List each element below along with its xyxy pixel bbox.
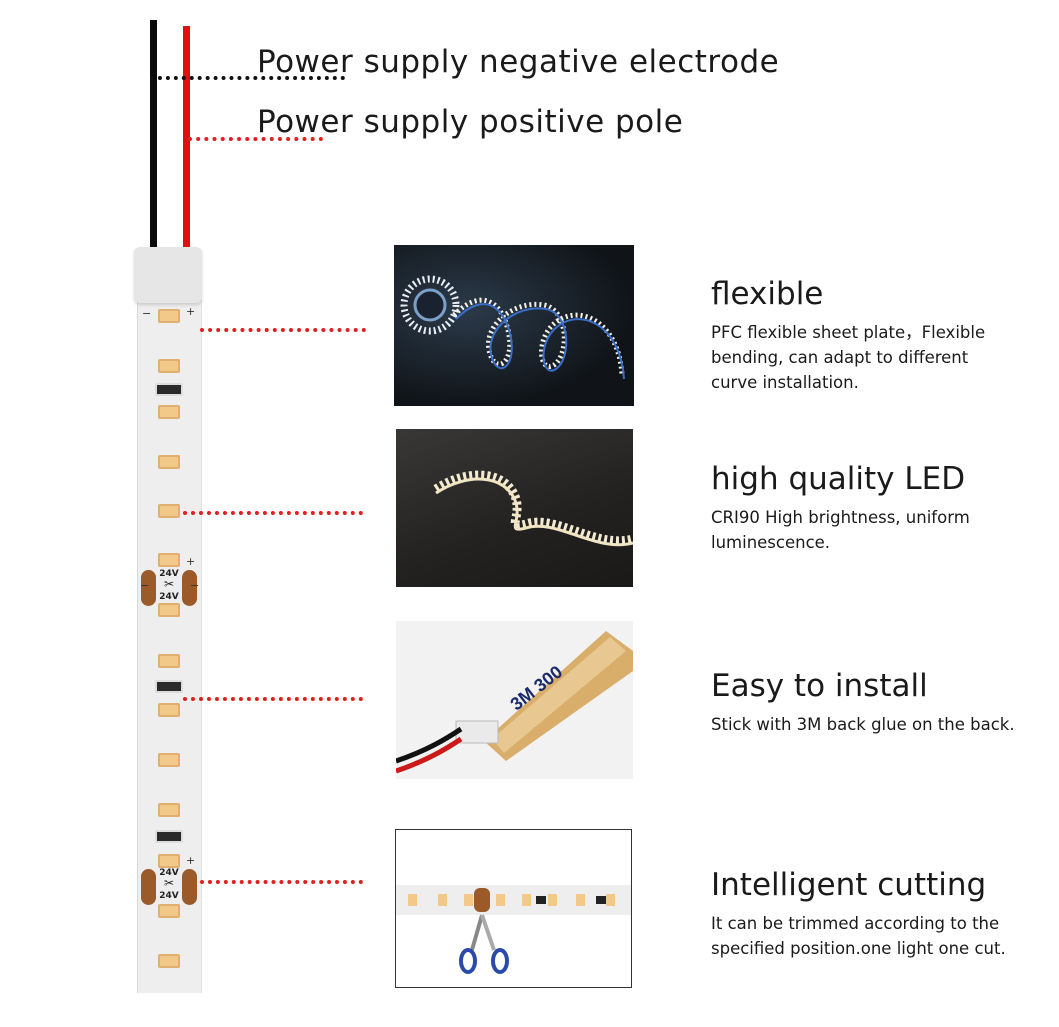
led-strip: − + + 24V ✂ 24V − − + 24V ✂ 24V [137,283,202,993]
led-chip [158,405,180,419]
led-chip [158,854,180,868]
resistor [155,383,183,396]
feature-desc-cutting: It can be trimmed according to the speci… [711,914,1006,958]
leader-line-led [183,511,363,515]
copper-pad [141,570,156,606]
negative-leader-line [150,76,345,80]
scissors-icon: ✂ [163,577,175,591]
feature-desc-flexible: PFC flexible sheet plate，Flexible bendin… [711,323,986,392]
flexible-strip-illustration [400,275,625,380]
leader-line-install [183,697,363,701]
install-photo: 3M 300 [396,621,633,779]
plus-sign: + [186,305,196,318]
flexible-photo [394,245,634,406]
voltage-mark: 24V [159,592,179,602]
leader-line-cutting [200,880,363,884]
positive-leader-line [188,137,323,141]
minus-sign: − [142,307,152,320]
copper-pad [182,570,197,606]
positive-pole-label: Power supply positive pole [257,104,684,140]
led-chip [158,703,180,717]
feature-title-cutting: Intelligent cutting [711,867,987,903]
tape-illustration: 3M 300 [396,631,633,774]
led-chip [158,803,180,817]
copper-pad [141,869,156,905]
resistor [155,680,183,693]
plus-sign: + [186,854,196,867]
positive-wire [183,26,190,250]
led-chip [158,553,180,567]
led-chip [158,904,180,918]
feature-desc-led: CRI90 High brightness, uniform luminesce… [711,508,970,552]
led-strip-illustration [433,470,633,547]
led-chip [158,504,180,518]
voltage-mark: 24V [159,891,179,901]
voltage-mark: 24V [159,868,179,878]
led-chip [158,954,180,968]
plus-sign: + [186,555,196,568]
led-photo [396,429,633,587]
leader-line-flexible [200,328,366,332]
feature-title-led: high quality LED [711,461,966,497]
led-chip [158,603,180,617]
led-chip [158,654,180,668]
led-chip [158,309,180,323]
led-chip [158,359,180,373]
cutting-photo [395,829,632,988]
minus-sign: − [140,579,150,592]
negative-wire [150,20,157,250]
copper-pad [182,869,197,905]
voltage-mark: 24V [159,569,179,579]
led-chip [158,455,180,469]
minus-sign: − [190,579,200,592]
led-chip [158,753,180,767]
feature-title-install: Easy to install [711,668,928,704]
resistor [155,830,183,843]
wire-connector [134,247,202,303]
feature-title-flexible: flexible [711,276,824,312]
feature-desc-install: Stick with 3M back glue on the back. [711,715,1015,734]
cutting-illustration [396,885,631,974]
negative-electrode-label: Power supply negative electrode [257,44,780,80]
scissors-icon: ✂ [163,876,175,890]
